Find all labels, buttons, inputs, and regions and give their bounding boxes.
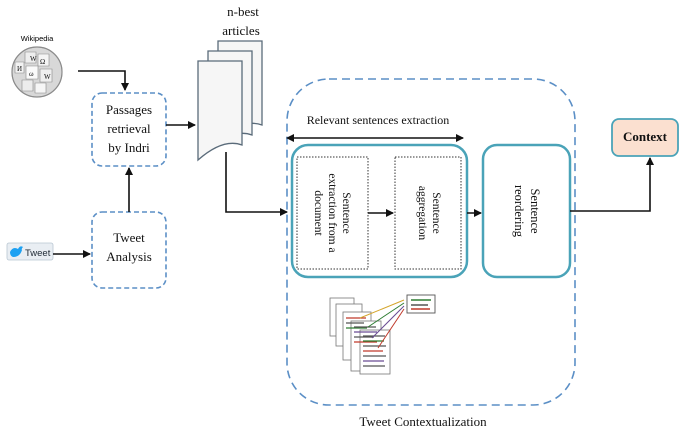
extraction-line1: Sentence [340,192,352,234]
sentence-reordering-box: Sentence reordering [481,143,572,279]
tweet-analysis-line1: Tweet [113,230,145,245]
passages-line2: retrieval [107,121,151,136]
svg-text:Ω: Ω [40,58,45,66]
svg-text:W: W [30,55,37,63]
extraction-aggregation-group: Sentence extraction from a document Sent… [290,143,469,279]
extraction-line3: document [312,190,324,236]
twitter-bird-icon [10,246,23,257]
context-label: Context [623,129,668,144]
nbest-line1: n-best [227,4,259,19]
relevant-label: Relevant sentences extraction [307,113,450,127]
context-box: Context [611,118,679,157]
aggregation-line2: aggregation [416,186,428,241]
arrow-reordering-to-context [570,157,654,212]
nbest-line2: articles [222,23,260,38]
svg-text:ω: ω [29,70,34,78]
reordering-line2: reordering [512,185,526,238]
passages-retrieval-box: Passages retrieval by Indri [91,92,167,167]
wikipedia-logo: Wikipedia W Ω И ω W [11,34,63,98]
tweet-badge-label: Tweet [25,248,51,259]
extraction-line2: extraction from a [326,173,338,252]
container-label: Tweet Contextualization [359,414,487,429]
tweet-contextualization-container: Tweet Contextualization [286,78,576,429]
svg-text:И: И [17,65,22,73]
arrow-nbest-to-extraction [225,152,288,216]
nbest-articles: n-best articles [197,4,263,162]
document-stack-icon [197,40,263,162]
arrow-wikipedia-to-passages [78,70,129,91]
aggregation-box [394,156,462,270]
passages-line1: Passages [106,102,152,117]
relevant-sentences-extraction: Relevant sentences extraction [286,113,464,142]
wikipedia-label: Wikipedia [21,34,54,43]
svg-text:W: W [44,73,51,81]
wikipedia-globe-icon: W Ω И ω W [11,46,63,98]
tweet-analysis-box: Tweet Analysis [91,211,167,289]
extraction-box [296,156,369,270]
aggregation-line1: Sentence [430,192,442,234]
tweet-badge: Tweet [6,242,54,261]
tweet-analysis-line2: Analysis [106,249,152,264]
reordering-line1: Sentence [528,188,542,234]
document-aggregation-illustration [329,294,436,375]
passages-line3: by Indri [108,140,150,155]
